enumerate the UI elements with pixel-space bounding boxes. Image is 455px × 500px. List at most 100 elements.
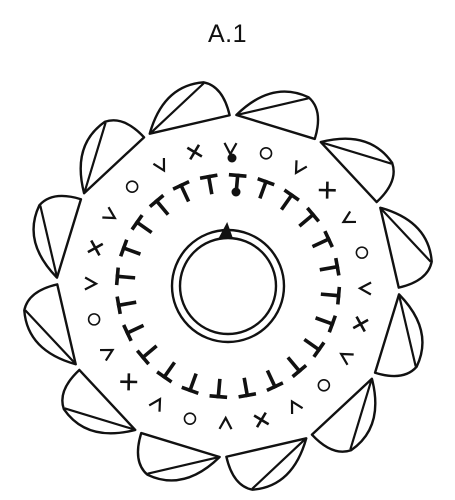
petal-shape	[235, 90, 320, 141]
magic-ring-outer	[170, 228, 286, 344]
v-stroke	[148, 397, 162, 412]
single-crochet-symbol	[318, 181, 336, 199]
treble-stem	[161, 361, 177, 380]
petal-outline	[310, 377, 377, 453]
treble-stem	[206, 174, 214, 195]
treble-stem	[320, 292, 341, 298]
petal-diagonal	[147, 456, 218, 475]
v-stroke	[294, 160, 308, 175]
chain-dot-symbol	[227, 153, 237, 163]
petal-shape	[373, 293, 424, 378]
treble-symbol	[319, 257, 341, 276]
v-stroke	[357, 281, 372, 296]
treble-symbol	[314, 315, 338, 333]
v-stroke	[339, 352, 354, 366]
treble-stem	[298, 212, 316, 228]
treble-stem	[116, 300, 137, 308]
magic-ring-inner	[178, 236, 278, 336]
single-crochet-symbol	[352, 315, 369, 333]
increase-symbol	[102, 206, 117, 220]
x-stroke	[186, 146, 203, 158]
increase-symbol	[357, 281, 372, 296]
chain-open-symbol	[183, 412, 197, 425]
petal-outline	[79, 119, 146, 195]
chain-open-symbol	[125, 180, 139, 194]
petal-shape	[136, 431, 221, 482]
petal-diagonal	[39, 205, 58, 276]
treble-stem	[319, 264, 340, 272]
petal-diagonal	[251, 438, 306, 490]
petal-diagonal	[83, 122, 107, 192]
petal-outline	[61, 368, 137, 435]
v-stroke	[152, 158, 166, 173]
petal-outline	[379, 206, 433, 289]
increase-symbol	[152, 158, 166, 173]
petal-shape	[23, 283, 77, 366]
treble-stem	[314, 316, 335, 327]
start-arrow-icon	[218, 222, 234, 240]
treble-symbol	[181, 372, 199, 396]
chain-open-symbol	[259, 147, 273, 160]
treble-symbol	[148, 193, 170, 216]
treble-symbol	[257, 176, 275, 200]
treble-stem	[125, 323, 145, 336]
treble-stem	[258, 179, 269, 200]
x-stroke	[352, 318, 369, 330]
increase-symbol	[294, 160, 308, 175]
petal-outline	[32, 194, 83, 279]
chart-title: A.1	[207, 20, 248, 48]
treble-symbol	[311, 230, 334, 249]
increase-symbol	[290, 399, 304, 414]
petal-diagonal	[398, 296, 417, 367]
petal-diagonal	[24, 309, 76, 364]
treble-stem	[303, 337, 322, 353]
increase-symbol	[148, 397, 162, 412]
treble-stem	[311, 236, 331, 249]
treble-stem	[178, 183, 191, 203]
treble-symbol	[303, 337, 326, 358]
single-crochet-symbol	[253, 411, 270, 428]
v-stroke	[84, 276, 99, 291]
petal-diagonal	[380, 208, 432, 263]
v-stroke	[100, 348, 115, 362]
petal-shape	[379, 206, 433, 289]
chain-open-symbol	[355, 246, 369, 259]
petal-outline	[136, 431, 221, 482]
treble-symbol	[320, 286, 342, 305]
petal-shape	[61, 368, 137, 435]
x-stroke	[325, 181, 329, 199]
treble-stem	[121, 245, 142, 256]
petal-outline	[373, 293, 424, 378]
x-stroke	[127, 373, 131, 391]
treble-stem	[154, 198, 170, 216]
single-crochet-symbol	[87, 239, 104, 257]
treble-symbol	[114, 267, 136, 286]
petal-diagonal	[64, 407, 134, 431]
treble-stem	[140, 344, 158, 360]
petal-shape	[79, 119, 146, 195]
increase-symbol	[339, 352, 354, 366]
treble-stem	[134, 219, 153, 235]
increase-symbol	[218, 415, 233, 430]
treble-stem	[286, 356, 302, 374]
treble-symbol	[238, 377, 257, 399]
petal-diagonal	[238, 97, 309, 116]
single-crochet-symbol	[120, 373, 138, 391]
treble-symbol	[209, 378, 228, 400]
v-stroke	[102, 206, 117, 220]
chain-dot-symbol	[231, 187, 241, 197]
v-stroke	[290, 399, 304, 414]
v-stroke	[223, 142, 238, 157]
petal-shape	[148, 81, 231, 135]
treble-symbol	[135, 344, 158, 366]
petal-shape	[225, 437, 308, 491]
petal-diagonal	[349, 380, 373, 450]
treble-symbol	[115, 296, 137, 315]
treble-stem	[265, 369, 278, 389]
treble-stem	[187, 372, 198, 393]
treble-stem	[242, 377, 250, 398]
single-crochet-symbol	[186, 144, 203, 161]
x-stroke	[87, 242, 104, 254]
